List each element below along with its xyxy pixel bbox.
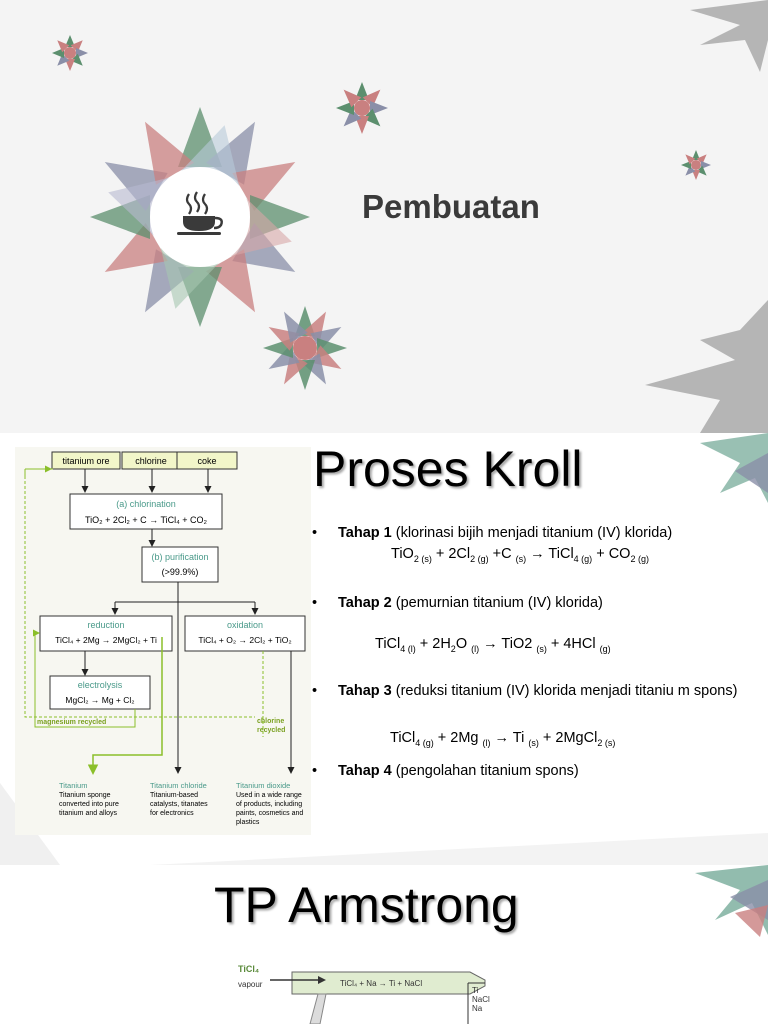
- step-text: (pemurnian titanium (IV) klorida): [391, 595, 603, 611]
- chlorine-recycled-label: chlorine: [257, 718, 284, 725]
- input-coke: coke: [197, 456, 216, 466]
- step-label: Tahap 1: [338, 525, 392, 541]
- output-titanium-chloride: Titanium chloride: [150, 781, 207, 790]
- armstrong-diagram: TiCl₄ vapour TiCl₄ + Na → Ti + NaCl Ti N…: [230, 958, 500, 1024]
- bullet: •: [312, 683, 318, 699]
- electrolysis-equation: MgCl₂ → Mg + Cl₂: [65, 695, 134, 705]
- step-label: Tahap 3: [338, 683, 392, 699]
- feed-label: TiCl₄: [238, 964, 259, 974]
- chlorination-equation: TiO₂ + 2Cl₂ + C → TiCl₄ + CO₂: [85, 515, 208, 525]
- oxidation-equation: TiCl₄ + O₂ → 2Cl₂ + TiO₂: [198, 635, 291, 645]
- output-desc: catalysts, titanates: [150, 801, 208, 808]
- list-item: • Tahap 4 (pengolahan titanium spons): [312, 762, 752, 780]
- output-desc: Titanium sponge: [59, 792, 111, 799]
- slide-title: Pembuatan: [362, 188, 540, 225]
- list-item: • Tahap 3 (reduksi titanium (IV) klorida…: [312, 682, 742, 700]
- reduction-equation: TiCl₄ + 2Mg → 2MgCl₂ + Ti: [55, 635, 157, 645]
- product-nacl: NaCl: [472, 995, 490, 1004]
- output-desc: Used in a wide range: [236, 792, 302, 799]
- small-star-decoration: [336, 82, 388, 134]
- feed-sub-label: vapour: [238, 980, 263, 989]
- slide-title-armstrong: TP Armstrong: [214, 877, 519, 933]
- input-titanium-ore: titanium ore: [62, 456, 109, 466]
- output-titanium-dioxide: Titanium dioxide: [236, 781, 290, 790]
- title-slide: Pembuatan: [0, 0, 768, 433]
- slide3-decorations: [695, 865, 768, 937]
- gray-star-decoration: [645, 0, 768, 433]
- reduction-label: reduction: [87, 620, 124, 630]
- equation-step-1: TiO2 (s) + 2Cl2 (g) +C (s) → TiCl4 (g) +…: [391, 546, 649, 564]
- step-text: (reduksi titanium (IV) klorida menjadi t…: [391, 683, 738, 699]
- magnesium-recycled-label: magnesium recycled: [37, 719, 106, 726]
- output-desc: plastics: [236, 819, 260, 826]
- step-label: Tahap 2: [338, 595, 392, 611]
- armstrong-slide: [0, 865, 768, 1024]
- electrolysis-label: electrolysis: [78, 680, 123, 690]
- equation-step-3: TiCl4 (g) + 2Mg (l) → Ti (s) + 2MgCl2 (s…: [390, 730, 616, 748]
- reaction-label: TiCl₄ + Na → Ti + NaCl: [340, 979, 422, 988]
- output-desc: Titanium-based: [150, 792, 198, 799]
- output-desc: for electronics: [150, 810, 194, 817]
- coffee-cup-icon: [177, 191, 223, 235]
- input-chlorine: chlorine: [135, 456, 167, 466]
- output-desc: converted into pure: [59, 801, 119, 808]
- product-ti: Ti: [472, 986, 479, 995]
- output-desc: paints, cosmetics and: [236, 810, 303, 817]
- equation-step-2: TiCl4 (l) + 2H2O (l) → TiO2 (s) + 4HCl (…: [375, 636, 611, 654]
- step-text: (klorinasi bijih menjadi titanium (IV) k…: [391, 525, 673, 541]
- chlorination-label: (a) chlorination: [116, 499, 176, 509]
- bullet: •: [312, 525, 318, 541]
- step-text: (pengolahan titanium spons): [391, 763, 579, 779]
- product-na: Na: [472, 1004, 483, 1013]
- purification-value: (>99.9%): [162, 567, 199, 577]
- purification-label: (b) purification: [151, 552, 208, 562]
- small-star-decoration: [681, 150, 711, 180]
- step-label: Tahap 4: [338, 763, 392, 779]
- oxidation-label: oxidation: [227, 620, 263, 630]
- output-desc: of products, including: [236, 801, 302, 808]
- bullet: •: [312, 595, 318, 611]
- slide-title-kroll: Proses Kroll: [313, 441, 583, 497]
- small-star-decoration: [52, 35, 88, 71]
- list-item: • Tahap 2 (pemurnian titanium (IV) klori…: [312, 594, 752, 612]
- kroll-flowchart: titanium ore chlorine coke (a) chlorinat…: [15, 447, 311, 835]
- output-titanium: Titanium: [59, 781, 87, 790]
- output-desc: titanium and alloys: [59, 810, 117, 817]
- list-item: • Tahap 1 (klorinasi bijih menjadi titan…: [312, 524, 752, 542]
- bullet: •: [312, 763, 318, 779]
- small-star-decoration: [263, 306, 347, 390]
- chlorine-recycled-label-2: recycled: [257, 727, 285, 734]
